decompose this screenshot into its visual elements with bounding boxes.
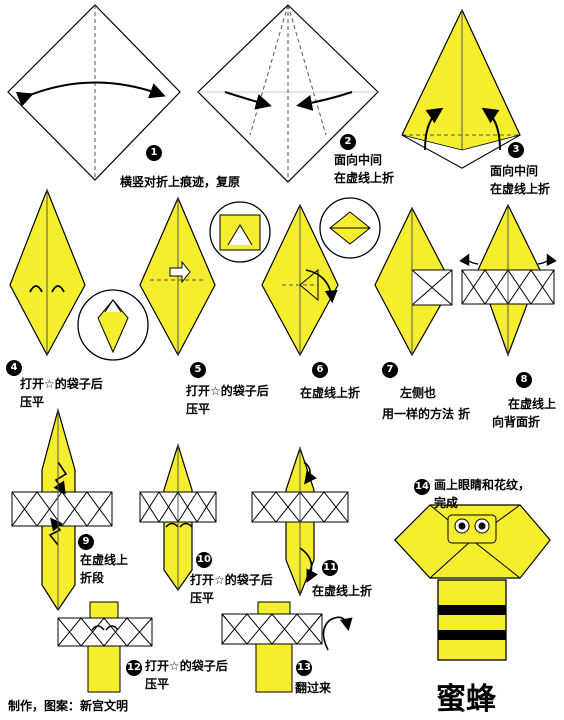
step-2-text-1: 面向中间 — [334, 153, 383, 167]
step-3-label: 3 — [508, 140, 524, 158]
step-1-text: 横竖对折上痕迹，复原 — [120, 175, 241, 189]
step-11-text: 在虚线上折 — [312, 584, 373, 598]
step-number-badge: 14 — [414, 479, 430, 495]
step-number-badge: 6 — [312, 362, 328, 378]
step-5-figure — [139, 196, 271, 357]
step-number-badge: 5 — [190, 362, 206, 378]
step-5-text-2: 压平 — [186, 402, 211, 416]
step-5-label: 5 — [190, 360, 206, 378]
step-6-figure — [261, 197, 381, 357]
step-13-text: 翻过来 — [295, 681, 332, 695]
step-3-text-1: 面向中间 — [490, 164, 539, 178]
step-3-text-2: 在虚线上折 — [490, 182, 551, 196]
step-7-text-2: 用一样的方法 折 — [382, 407, 471, 421]
step-4-text-2: 压平 — [20, 395, 45, 409]
step-number-badge: 11 — [322, 560, 338, 576]
step-6-label: 6 — [312, 360, 328, 378]
step-12-text-1: 打开☆的袋子后 — [145, 659, 228, 673]
step-number-badge: 13 — [296, 660, 312, 676]
step-number-badge: 3 — [508, 142, 524, 158]
step-8-figure — [459, 203, 557, 357]
step-7-text-1: 左侧也 — [400, 386, 437, 400]
step-7-label: 7 — [382, 360, 398, 378]
step-6-text: 在虚线上折 — [300, 386, 361, 400]
credit-text: 制作，图案：新宫文明 — [8, 699, 129, 713]
step-4-text-1: 打开☆的袋子后 — [20, 377, 103, 391]
step-2-text-2: 在虚线上折 — [334, 171, 395, 185]
step-12-text-2: 压平 — [145, 677, 170, 691]
step-number-badge: 8 — [516, 372, 532, 388]
step-12-figure — [57, 601, 153, 693]
step-4-figure — [9, 188, 149, 361]
step-12-label: 12 — [126, 658, 142, 676]
page-title: 蜜蜂 — [436, 682, 496, 717]
step-3-figure — [401, 8, 521, 169]
step-8-text-2: 向背面折 — [492, 415, 541, 429]
step-14-text-1: 画上眼睛和花纹， — [434, 478, 531, 492]
step-number-badge: 4 — [6, 360, 22, 376]
step-13-label: 13 — [296, 658, 312, 676]
step-14-bee — [394, 504, 551, 661]
step-number-badge: 7 — [382, 362, 398, 378]
step-14-text-2: 完成 — [434, 496, 459, 510]
step-2-figure — [197, 4, 379, 183]
step-number-badge: 2 — [340, 134, 356, 150]
step-9-text-1: 在虚线上 — [80, 553, 129, 567]
step-9-text-2: 折段 — [80, 571, 105, 585]
step-8-label: 8 — [516, 370, 532, 388]
step-5-text-1: 打开☆的袋子后 — [186, 384, 269, 398]
step-7-figure — [374, 206, 453, 357]
step-9-figure — [11, 407, 113, 612]
step-number-badge: 10 — [196, 552, 212, 568]
step-10-label: 10 — [196, 550, 212, 568]
step-8-text-1: 在虚线上 — [508, 397, 557, 411]
step-13-figure — [221, 601, 353, 693]
step-1-label: 1 — [146, 143, 162, 161]
step-number-badge: 12 — [126, 660, 142, 676]
step-number-badge: 1 — [146, 145, 162, 161]
step-14-label: 14 — [414, 477, 430, 495]
step-4-label: 4 — [6, 358, 22, 376]
step-2-label: 2 — [340, 132, 356, 150]
step-9-label: 9 — [78, 532, 94, 550]
step-10-text-1: 打开☆的袋子后 — [190, 573, 273, 587]
step-number-badge: 9 — [78, 534, 94, 550]
step-11-figure — [251, 446, 349, 597]
step-10-figure — [139, 442, 217, 592]
step-11-label: 11 — [322, 558, 338, 576]
turn-over-icon — [322, 616, 353, 651]
step-10-text-2: 压平 — [190, 591, 215, 605]
step-1-figure — [7, 4, 181, 181]
